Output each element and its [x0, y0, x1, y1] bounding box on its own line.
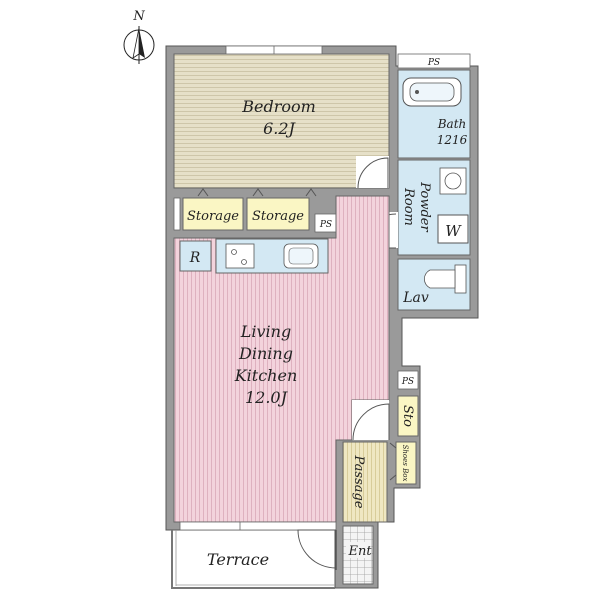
ps-right-label: PS	[401, 377, 414, 387]
lavatory-label: Lav	[402, 290, 429, 306]
entrance-door[interactable]	[297, 529, 337, 570]
entrance: Ent	[342, 525, 374, 585]
storage-2-label: Storage	[252, 209, 304, 224]
shoes-box-label: Shoes Box	[401, 445, 409, 482]
powder-room-line2: Room	[401, 187, 416, 226]
refrigerator: R	[179, 240, 212, 272]
storage-1-label: Storage	[187, 209, 239, 224]
shoes-box: Shoes Box	[389, 441, 417, 485]
ldk-line3: Kitchen	[234, 366, 298, 385]
lavatory: Lav	[397, 258, 471, 311]
passage-label: Passage	[351, 454, 366, 508]
bath: Bath 1216	[397, 69, 471, 159]
bath-size: 1216	[437, 133, 468, 147]
bedroom-door[interactable]	[356, 156, 389, 189]
kitchen-counter	[215, 238, 329, 274]
bath-name: Bath	[437, 117, 467, 131]
bedroom-name: Bedroom	[241, 97, 316, 116]
ps-mid: PS	[314, 213, 338, 233]
entrance-label: Ent	[347, 544, 372, 559]
sto: Sto	[397, 395, 419, 437]
ldk: Living Dining Kitchen 12.0J	[173, 195, 390, 523]
powder-room: W Powder Room	[397, 159, 471, 256]
terrace-label: Terrace	[207, 550, 269, 569]
ps-top: PS	[397, 53, 471, 69]
powder-room-line1: Powder	[417, 181, 432, 232]
bedroom: Bedroom 6.2J	[173, 45, 390, 189]
storage-doors	[197, 188, 317, 197]
ps-mid-label: PS	[319, 220, 332, 230]
terrace: Terrace	[171, 530, 335, 589]
ps-top-label: PS	[427, 58, 440, 68]
storage-1: Storage	[182, 197, 244, 231]
refrigerator-label: R	[189, 250, 201, 266]
storage-2: Storage	[246, 197, 310, 231]
north-arrow-icon: N	[123, 9, 155, 64]
compass-label: N	[132, 9, 145, 24]
washer-label: W	[445, 222, 462, 240]
ldk-size: 12.0J	[245, 388, 289, 407]
ldk-line2: Dining	[238, 344, 293, 363]
passage: Passage	[342, 441, 388, 523]
passage-door[interactable]	[352, 400, 390, 441]
ps-right: PS	[397, 370, 419, 390]
sto-label: Sto	[400, 405, 415, 427]
ldk-line1: Living	[240, 322, 291, 341]
bedroom-size: 6.2J	[263, 119, 296, 138]
